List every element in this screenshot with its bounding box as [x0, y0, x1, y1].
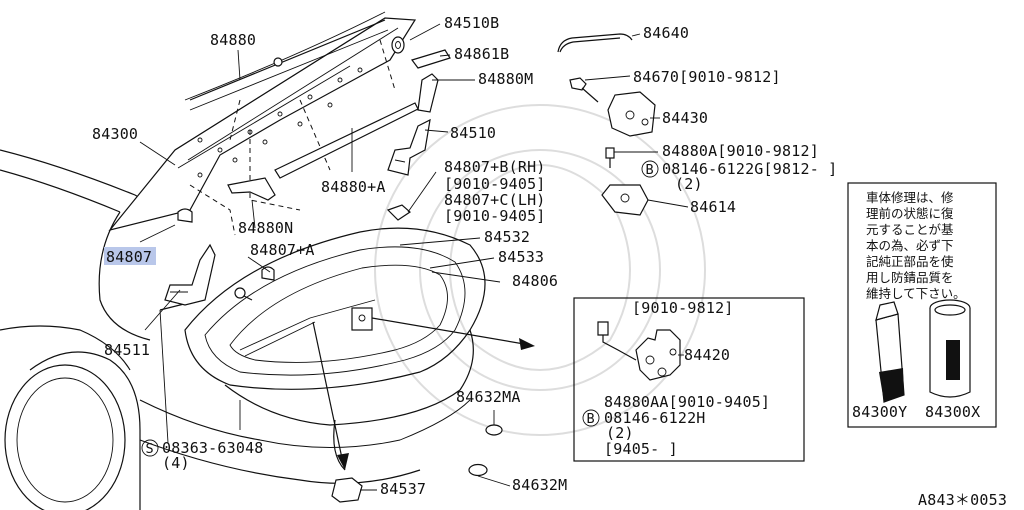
leader-lines	[139, 23, 689, 491]
circle-s-letter: S	[146, 441, 154, 457]
label-84300Y: 84300Y	[852, 403, 907, 421]
label-84632M: 84632M	[512, 476, 567, 494]
part-84807-bumper-stop	[177, 208, 193, 223]
note-line: 維持して下さい。	[866, 286, 966, 301]
part-84861B-seal	[411, 49, 451, 69]
note-line: 車体修理は、修	[866, 190, 954, 205]
part-84632MA-plug	[485, 424, 503, 436]
note-line: 記純正部品を使	[866, 254, 954, 269]
part-84632M-plug	[468, 463, 488, 477]
note-line: 理前の状態に復	[866, 206, 954, 221]
circle-b-letter-2: B	[587, 411, 595, 427]
note-line: 本の為、必ず下	[866, 238, 954, 253]
label-84300X: 84300X	[925, 403, 980, 421]
label-84880plusA: 84880+A	[321, 178, 386, 196]
highlight-84807	[104, 247, 156, 265]
bolt-08363	[234, 287, 253, 301]
part-84510-hinge-arm	[387, 118, 431, 176]
label-84807C-date: [9010-9405]	[444, 207, 546, 225]
label-84806: 84806	[512, 272, 558, 290]
label-84807B: 84807+B(RH)	[444, 158, 546, 176]
part-84807BC-emblem	[386, 204, 411, 221]
label-84420: 84420	[684, 346, 730, 364]
part-84806-cable	[239, 299, 376, 357]
note-line: 元することが基	[866, 222, 954, 237]
label-84807A: 84807+A	[250, 241, 315, 259]
watermark-emblem	[374, 104, 706, 436]
label-84807: 84807	[106, 248, 152, 266]
label-84614: 84614	[690, 198, 736, 216]
label-84510B: 84510B	[444, 14, 499, 32]
label-08146-6122G-qty: (2)	[675, 175, 703, 193]
label-84300: 84300	[92, 125, 138, 143]
circle-b-icon-2	[582, 409, 600, 427]
label-84880: 84880	[210, 31, 256, 49]
part-84807A-stopper	[261, 266, 275, 281]
circle-b-letter: B	[646, 162, 654, 178]
detail-arrows	[312, 317, 535, 470]
label-84510: 84510	[450, 124, 496, 142]
label-08363-qty: (4)	[162, 454, 190, 472]
label-84632MA: 84632MA	[456, 388, 521, 406]
part-84510B-grommet	[391, 36, 405, 54]
inset-hinge-detail	[573, 297, 805, 462]
label-84640: 84640	[643, 24, 689, 42]
circle-s-icon	[141, 439, 159, 457]
part-labels: 84880 84510B 84861B 84880M 84640 84670[9…	[92, 14, 1007, 509]
diagram-code: A843＊0053	[918, 491, 1007, 509]
label-84670: 84670[9010-9812]	[633, 68, 781, 86]
circle-b-icon	[641, 160, 659, 178]
part-84880plusA-strip	[274, 102, 419, 179]
label-84533: 84533	[498, 248, 544, 266]
label-84537: 84537	[380, 480, 426, 498]
label-84807C: 84807+C(LH)	[444, 191, 546, 209]
label-84430: 84430	[662, 109, 708, 127]
label-08146-6122H-date: [9405- ]	[604, 440, 678, 458]
label-08146-6122G: 08146-6122G[9812- ]	[662, 160, 837, 178]
label-08363-63048: 08363-63048	[162, 439, 264, 457]
label-08146-6122H-qty: (2)	[606, 424, 634, 442]
part-84880N-trim	[227, 177, 276, 201]
label-inset-date: [9010-9812]	[632, 299, 734, 317]
part-84614-striker	[601, 184, 649, 216]
car-body-outline	[0, 149, 486, 510]
label-84880A: 84880A[9010-9812]	[662, 142, 819, 160]
part-84880M-bracket	[417, 73, 439, 113]
part-84537-clip	[331, 477, 363, 503]
note-line: 用し防錆品質を	[866, 270, 954, 285]
label-84807B-date: [9010-9405]	[444, 175, 546, 193]
part-84511-hinge-left	[164, 243, 216, 306]
repair-note-text: 車体修理は、修 理前の状態に復 元することが基 本の為、必ず下 記純正部品を使 …	[866, 190, 966, 301]
part-84640-rod	[557, 33, 633, 53]
repair-note-box	[847, 182, 997, 428]
label-84880N: 84880N	[238, 219, 293, 237]
label-84511: 84511	[104, 341, 150, 359]
label-84880M: 84880M	[478, 70, 533, 88]
bolt-84880A	[605, 147, 615, 168]
label-84861B: 84861B	[454, 45, 509, 63]
part-84430-latch	[607, 91, 656, 137]
part-84670-lock	[569, 77, 599, 103]
trunk-lid	[108, 11, 417, 236]
label-08146-6122H: 08146-6122H	[604, 409, 706, 427]
label-84532: 84532	[484, 228, 530, 246]
label-84880AA: 84880AA[9010-9405]	[604, 393, 770, 411]
